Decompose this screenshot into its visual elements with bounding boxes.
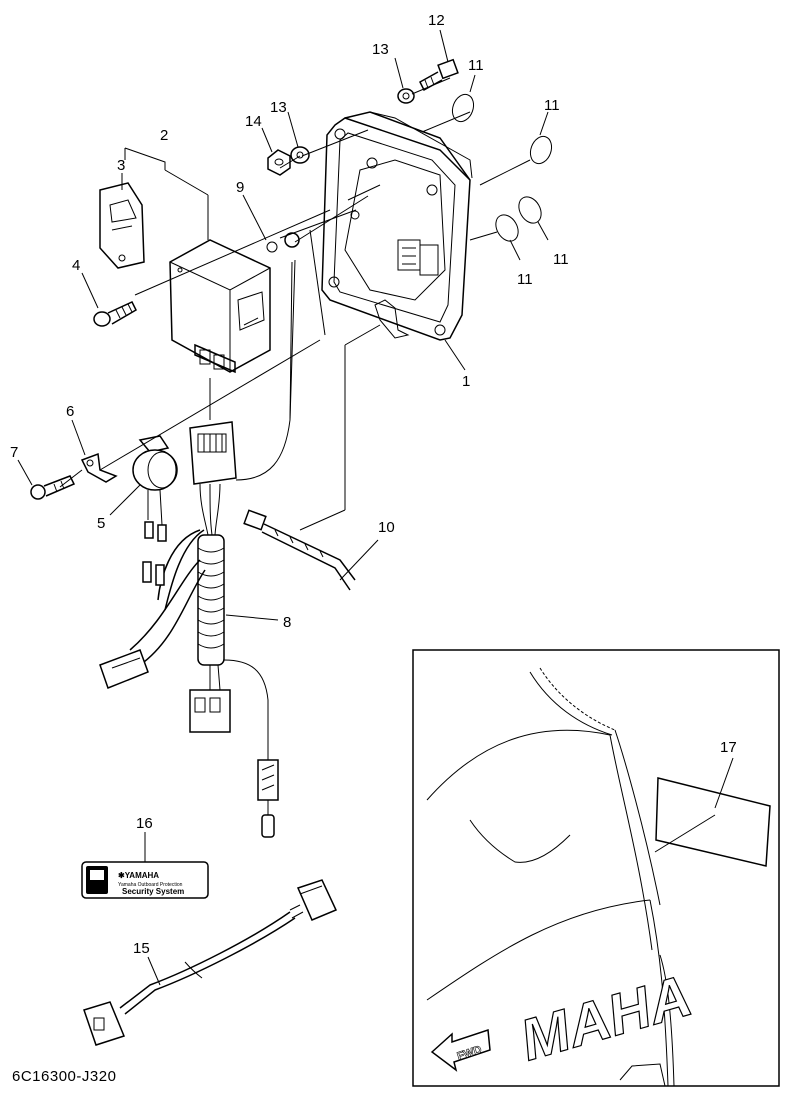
- cowling-inset: MAHA FWD: [412, 649, 780, 1087]
- part-8-wire-harness: [99, 232, 300, 838]
- part-15-extension-lead: [83, 879, 338, 1046]
- callout-4: 4: [72, 257, 80, 274]
- callout-13a: 13: [372, 41, 389, 58]
- callout-16: 16: [136, 815, 153, 832]
- decal-title: Security System: [122, 887, 184, 896]
- callout-11c: 11: [517, 271, 533, 288]
- callout-6: 6: [66, 403, 74, 420]
- callout-14: 14: [245, 113, 262, 130]
- part-12-screw: [419, 58, 459, 92]
- callout-15: 15: [133, 940, 150, 957]
- decal-fine-print: Yamaha Outboard Protection: [118, 882, 183, 888]
- part-11-seals: [451, 93, 553, 242]
- part-4-bolt: [93, 301, 137, 327]
- part-16-decal: ✱YAMAHA Yamaha Outboard Protection Secur…: [81, 861, 209, 899]
- part-1-control-box: [321, 111, 473, 341]
- diagram-code: 6C16300-J320: [12, 1068, 117, 1085]
- callout-17: 17: [720, 739, 737, 756]
- part-10-cable-tie: [243, 509, 356, 591]
- callout-labels: 1 2 3 4 5 6 7 8 9 10 11 11 11 11 12 13 1…: [10, 12, 737, 957]
- callout-9: 9: [236, 179, 244, 196]
- callout-1: 1: [462, 373, 470, 390]
- callout-11b: 11: [544, 97, 560, 114]
- callout-10: 10: [378, 519, 395, 536]
- part-13-washer-lower: [290, 146, 310, 164]
- part-7-screw: [30, 475, 76, 500]
- callout-13b: 13: [270, 99, 287, 116]
- part-14-nut: [267, 149, 291, 176]
- part-2-control-unit: [169, 239, 271, 374]
- callout-8: 8: [283, 614, 291, 631]
- decal-brand: ✱YAMAHA: [118, 871, 159, 880]
- harness-sleeve: [197, 534, 225, 666]
- part-13-washer-upper: [397, 88, 415, 104]
- fwd-arrow-icon: FWD: [430, 1028, 491, 1072]
- callout-7: 7: [10, 444, 18, 461]
- part-5-buzzer: [132, 435, 178, 542]
- callout-12: 12: [428, 12, 445, 29]
- callout-11d: 11: [553, 251, 569, 268]
- part-3-cover: [99, 182, 145, 269]
- leader-lines: [17, 29, 734, 986]
- callout-2: 2: [160, 127, 168, 144]
- cowling-logo: MAHA: [513, 963, 698, 1073]
- callout-11a: 11: [468, 57, 484, 74]
- part-9-washer: [266, 241, 278, 253]
- part-6-bracket: [80, 452, 118, 483]
- callout-3: 3: [117, 157, 125, 174]
- callout-5: 5: [97, 515, 105, 532]
- fwd-label: FWD: [456, 1044, 484, 1063]
